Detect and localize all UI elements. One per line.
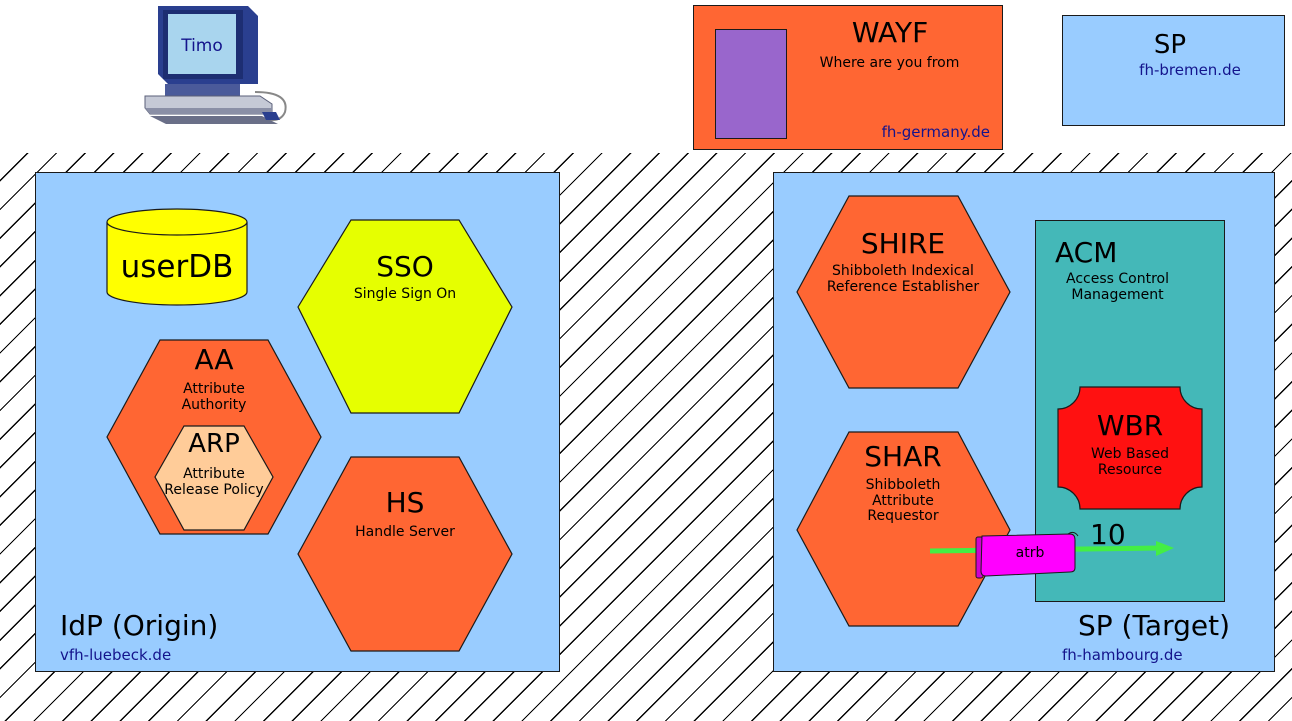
idp-domain: vfh-luebeck.de [60,646,172,664]
arp-title: ARP [188,429,240,459]
arp-hexagon [154,425,274,531]
aa-title: AA [194,343,234,376]
sso-subtitle: Single Sign On [353,286,457,302]
flow-step-number: 10 [1090,518,1126,551]
hs-subtitle: Handle Server [355,524,455,540]
shar-subtitle: Shibboleth Attribute Requestor [865,477,941,525]
wbr-title: WBR [1096,409,1164,442]
sp-top-title: SP [1153,30,1187,60]
shar-hexagon [796,431,1011,627]
idp-title: IdP (Origin) [60,609,219,642]
computer-icon [144,6,287,124]
atrb-label: atrb [1015,545,1045,561]
arp-subtitle: Attribute Release Policy [164,466,264,498]
acm-subtitle: Access Control Management [1066,271,1169,303]
wayf-purple-panel [715,29,787,139]
aa-subtitle: Attribute Authority [181,381,247,413]
shar-title: SHAR [864,440,942,473]
sp-top-domain: fh-bremen.de [1139,61,1241,79]
sso-hexagon [297,219,513,414]
shire-subtitle: Shibboleth Indexical Reference Establish… [826,263,980,295]
atrb-scroll [975,531,1079,579]
sp-target-domain: fh-hambourg.de [1062,646,1183,664]
hs-hexagon [297,456,513,652]
wbr-subtitle: Web Based Resource [1091,446,1169,478]
sp-target-title: SP (Target) [1077,609,1230,642]
userdb-label: userDB [120,249,234,285]
shire-title: SHIRE [860,227,946,260]
wayf-title: WAYF [851,16,929,49]
client-label: Timo [181,36,223,56]
sp-top-box [1062,15,1285,126]
shire-hexagon [796,195,1011,389]
wayf-subtitle: Where are you from [819,55,960,71]
sso-title: SSO [376,250,434,283]
wayf-domain: fh-germany.de [881,123,990,141]
hs-title: HS [385,486,425,519]
wbr-shape [1057,386,1203,510]
userdb-cylinder [106,208,248,306]
acm-title: ACM [1055,236,1118,269]
